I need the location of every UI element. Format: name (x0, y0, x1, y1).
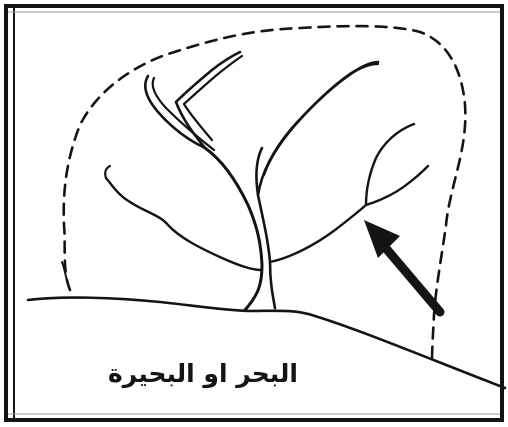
sea-or-lake-label: البحر او البحيرة (78, 354, 328, 394)
